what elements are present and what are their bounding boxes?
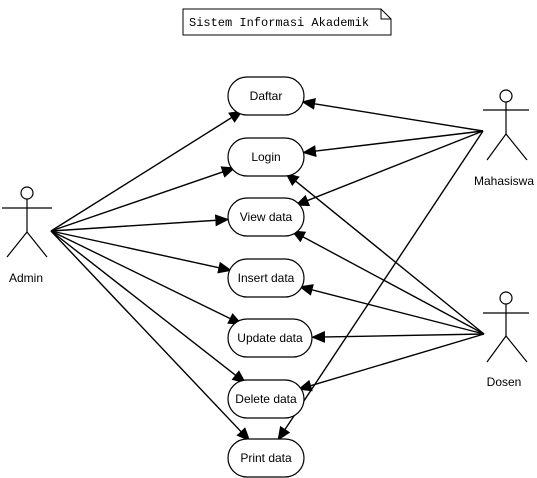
association-dosen-delete xyxy=(297,333,485,392)
use-case-login-label: Login xyxy=(251,150,280,164)
use-case-view-data-label: View data xyxy=(240,210,293,224)
association-dosen-update xyxy=(311,330,485,343)
association-mahasiswa-login xyxy=(302,130,484,158)
use-case-print-data-shape xyxy=(227,438,305,478)
use-case-print-data: Print data xyxy=(227,438,305,478)
actor-dosen-head xyxy=(499,291,513,305)
use-case-daftar-label: Daftar xyxy=(250,89,283,103)
use-case-view-data-shape xyxy=(227,197,305,237)
use-case-view-data: View data xyxy=(227,197,305,237)
association-admin-update xyxy=(50,230,243,325)
association-dosen-view xyxy=(291,230,485,335)
use-case-print-data-label: Print data xyxy=(240,451,292,465)
title-note: Sistem Informasi Akademik xyxy=(182,8,392,36)
actor-mahasiswa-label: Mahasiswa xyxy=(474,174,534,188)
use-case-insert-data-label: Insert data xyxy=(238,271,295,285)
association-admin-print xyxy=(50,230,251,442)
association-mahasiswa-daftar xyxy=(301,97,484,132)
association-admin-daftar xyxy=(50,110,244,232)
association-admin-login xyxy=(50,166,236,232)
association-mahasiswa-print xyxy=(277,130,484,441)
use-case-delete-data: Delete data xyxy=(227,379,305,419)
association-admin-view xyxy=(50,214,230,232)
title-note-text: Sistem Informasi Akademik xyxy=(189,16,369,30)
actor-admin-head xyxy=(20,186,34,200)
use-case-update-data: Update data xyxy=(227,318,313,358)
actor-dosen-label: Dosen xyxy=(487,375,522,389)
use-case-login-shape xyxy=(227,137,305,177)
use-case-login: Login xyxy=(227,137,305,177)
actor-dosen xyxy=(483,291,529,363)
use-case-daftar: Daftar xyxy=(227,76,305,116)
use-case-delete-data-label: Delete data xyxy=(235,392,297,406)
use-case-update-data-shape xyxy=(227,318,313,358)
use-case-delete-data-shape xyxy=(227,379,305,419)
use-case-insert-data: Insert data xyxy=(227,258,305,298)
use-case-update-data-label: Update data xyxy=(237,331,303,345)
association-dosen-insert xyxy=(298,284,485,335)
association-admin-delete xyxy=(50,230,247,384)
actor-admin xyxy=(2,186,52,258)
actor-mahasiswa xyxy=(483,89,529,161)
association-lines xyxy=(50,97,485,442)
association-admin-insert xyxy=(50,230,233,274)
actor-mahasiswa-head xyxy=(499,89,513,103)
association-mahasiswa-view xyxy=(294,130,484,206)
association-dosen-login xyxy=(285,172,485,335)
use-case-daftar-shape xyxy=(227,76,305,116)
actor-admin-label: Admin xyxy=(9,271,43,285)
use-case-insert-data-shape xyxy=(227,258,305,298)
